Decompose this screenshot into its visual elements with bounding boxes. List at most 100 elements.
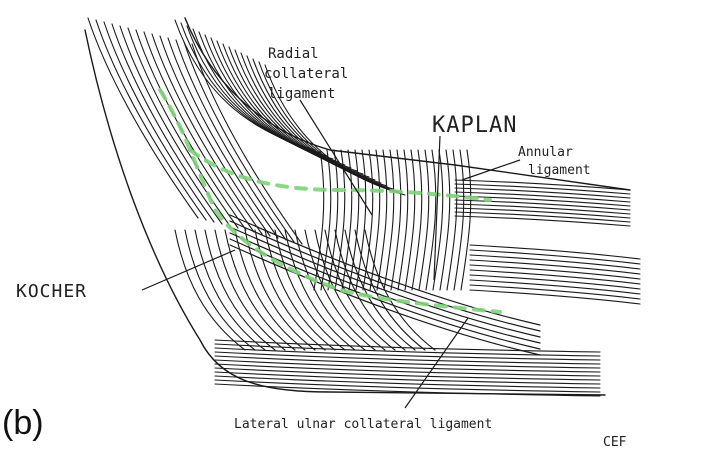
radial-collateral-label-line1: Radial	[268, 46, 319, 62]
radial-collateral-label-line3: ligament	[268, 86, 335, 102]
fiber-stroke	[264, 229, 336, 351]
fiber-stroke	[469, 264, 641, 280]
fiber-stroke	[127, 27, 239, 229]
fiber-stroke	[234, 229, 306, 351]
fiber-stroke	[214, 347, 601, 361]
fiber-stroke	[469, 279, 641, 295]
fiber-stroke	[244, 229, 316, 351]
fiber-stroke	[454, 187, 631, 199]
fiber-stroke	[454, 215, 631, 227]
fiber-stroke	[229, 226, 541, 338]
fiber-stroke	[432, 149, 444, 291]
fiber-stroke	[184, 229, 256, 351]
fiber-stroke	[324, 229, 396, 351]
fiber-stroke	[229, 214, 541, 326]
fiber-stroke	[229, 232, 541, 344]
fiber-stroke	[214, 229, 286, 351]
fiber-stroke	[425, 149, 437, 291]
fiber-stroke	[214, 363, 601, 377]
fiber-stroke	[151, 33, 263, 235]
fiber-stroke	[167, 37, 279, 239]
fiber-stroke	[191, 43, 303, 245]
fiber-stroke	[214, 339, 601, 353]
fiber-stroke	[376, 149, 388, 291]
fiber-stroke	[362, 149, 374, 291]
kocher-leader	[141, 249, 236, 291]
fiber-stroke	[383, 149, 395, 291]
fiber-stroke	[454, 199, 631, 211]
fiber-stroke	[411, 149, 423, 291]
annular-ligament-label-line1: Annular	[518, 145, 573, 160]
fiber-stroke	[214, 371, 601, 385]
fiber-stroke	[404, 149, 416, 291]
fiber-stroke	[174, 229, 246, 351]
fiber-stroke	[460, 149, 472, 291]
fiber-stroke	[214, 343, 601, 357]
fiber-stroke	[143, 31, 255, 233]
fiber-stroke	[304, 229, 376, 351]
lateral-ulnar-collateral-label: Lateral ulnar collateral ligament	[234, 417, 492, 432]
fiber-stroke	[454, 183, 631, 195]
kocher-label: KOCHER	[16, 281, 87, 302]
fiber-stroke	[469, 254, 641, 270]
leader-lines	[141, 99, 521, 409]
fiber-stroke	[469, 284, 641, 300]
fiber-stroke	[214, 359, 601, 373]
fiber-stroke	[469, 289, 641, 305]
fiber-stroke	[454, 179, 631, 191]
fiber-stroke	[183, 41, 295, 243]
kaplan-label: KAPLAN	[432, 113, 517, 138]
fiber-stroke	[454, 195, 631, 207]
fiber-stroke	[446, 149, 458, 291]
fiber-stroke	[439, 149, 451, 291]
fiber-stroke	[214, 351, 601, 365]
fiber-stroke	[111, 23, 223, 225]
fiber-stroke	[454, 203, 631, 215]
kaplan-leader	[433, 135, 441, 281]
kaplan-approach-line	[188, 148, 492, 202]
fiber-stroke	[184, 17, 631, 191]
fiber-stroke	[224, 229, 296, 351]
fiber-stroke	[320, 149, 332, 291]
fiber-stroke	[214, 367, 601, 381]
fiber-stroke	[469, 244, 641, 260]
fiber-stroke	[454, 191, 631, 203]
fiber-stroke	[390, 149, 402, 291]
fiber-stroke	[264, 64, 406, 196]
fiber-stroke	[469, 259, 641, 275]
fiber-stroke	[314, 229, 386, 351]
fiber-stroke	[274, 229, 346, 351]
fiber-stroke	[204, 229, 276, 351]
fiber-stroke	[95, 19, 207, 221]
fiber-stroke	[214, 379, 601, 393]
fiber-stroke	[397, 149, 409, 291]
fiber-stroke	[341, 149, 353, 291]
fiber-stroke	[469, 274, 641, 290]
fiber-stroke	[159, 35, 271, 237]
fiber-stroke	[194, 229, 266, 351]
fiber-stroke	[103, 21, 215, 223]
lateral-ulnar-leader	[404, 317, 469, 409]
annular-ligament-label-line2: ligament	[528, 163, 591, 178]
fiber-stroke	[214, 375, 601, 389]
ligament-fiber-strokes	[84, 17, 641, 397]
fiber-stroke	[469, 249, 641, 265]
fiber-stroke	[294, 229, 366, 351]
fiber-stroke	[254, 229, 326, 351]
fiber-stroke	[214, 355, 601, 369]
radial-collateral-leader	[299, 99, 373, 216]
fiber-stroke	[469, 269, 641, 285]
fiber-stroke	[284, 229, 356, 351]
fiber-stroke	[334, 229, 406, 351]
fiber-stroke	[348, 149, 360, 291]
fiber-stroke	[84, 29, 606, 396]
author-signature: CEF	[603, 435, 627, 450]
fiber-stroke	[175, 39, 287, 241]
fiber-stroke	[229, 244, 541, 356]
annular-leader	[461, 159, 521, 181]
radial-collateral-label-line2: collateral	[264, 66, 348, 82]
fiber-stroke	[87, 17, 199, 219]
fiber-stroke	[313, 149, 325, 291]
fiber-stroke	[355, 149, 367, 291]
